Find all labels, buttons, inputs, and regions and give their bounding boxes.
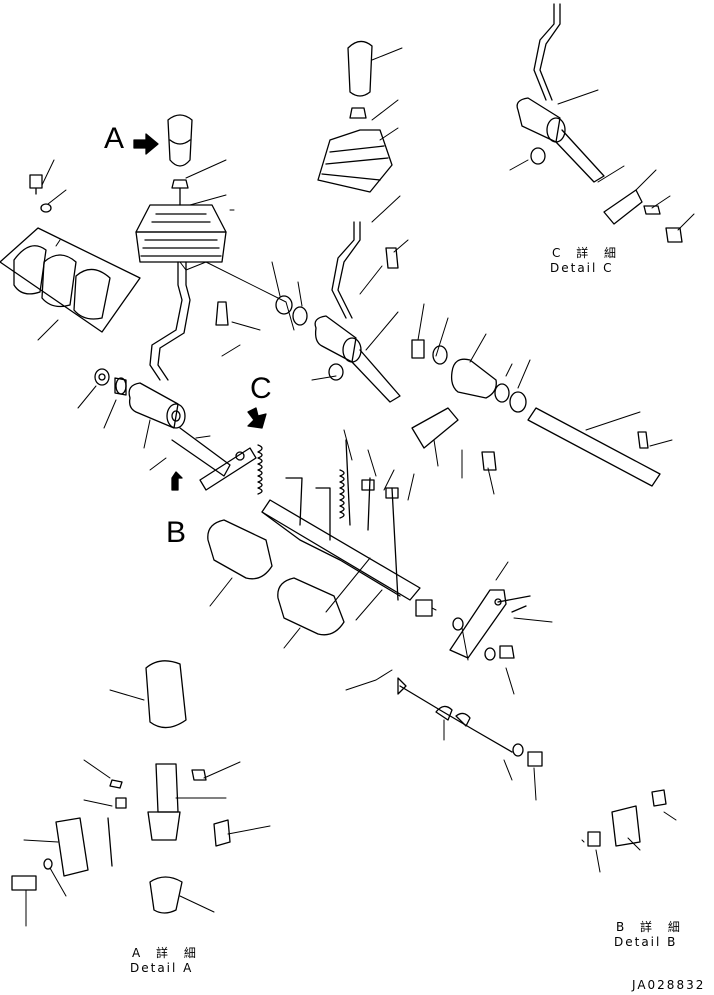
center-lever-assembly: [275, 40, 497, 471]
detail-a-drawing: [11, 660, 231, 914]
leader-lines: [23, 47, 695, 927]
left-lever-assembly: [0, 114, 231, 477]
view-marker-b: B: [166, 516, 187, 549]
detail-b-caption-jp: B 詳 細: [616, 920, 686, 934]
shaft-assembly: [411, 339, 661, 487]
detail-c-caption-en: Detail C: [550, 261, 614, 275]
detail-a-caption-jp: A 詳 細: [132, 946, 202, 960]
view-marker-a: A: [104, 122, 125, 155]
detail-b-drawing: [587, 789, 667, 847]
detail-c-drawing: [516, 3, 683, 243]
detail-c-caption-jp: C 詳 細: [552, 246, 623, 260]
drawing-number: JA028832: [632, 978, 706, 992]
view-arrows: [133, 133, 267, 491]
detail-b-caption-en: Detail B: [614, 935, 678, 949]
detail-a-caption-en: Detail A: [130, 961, 194, 975]
view-marker-c: C: [250, 372, 272, 405]
